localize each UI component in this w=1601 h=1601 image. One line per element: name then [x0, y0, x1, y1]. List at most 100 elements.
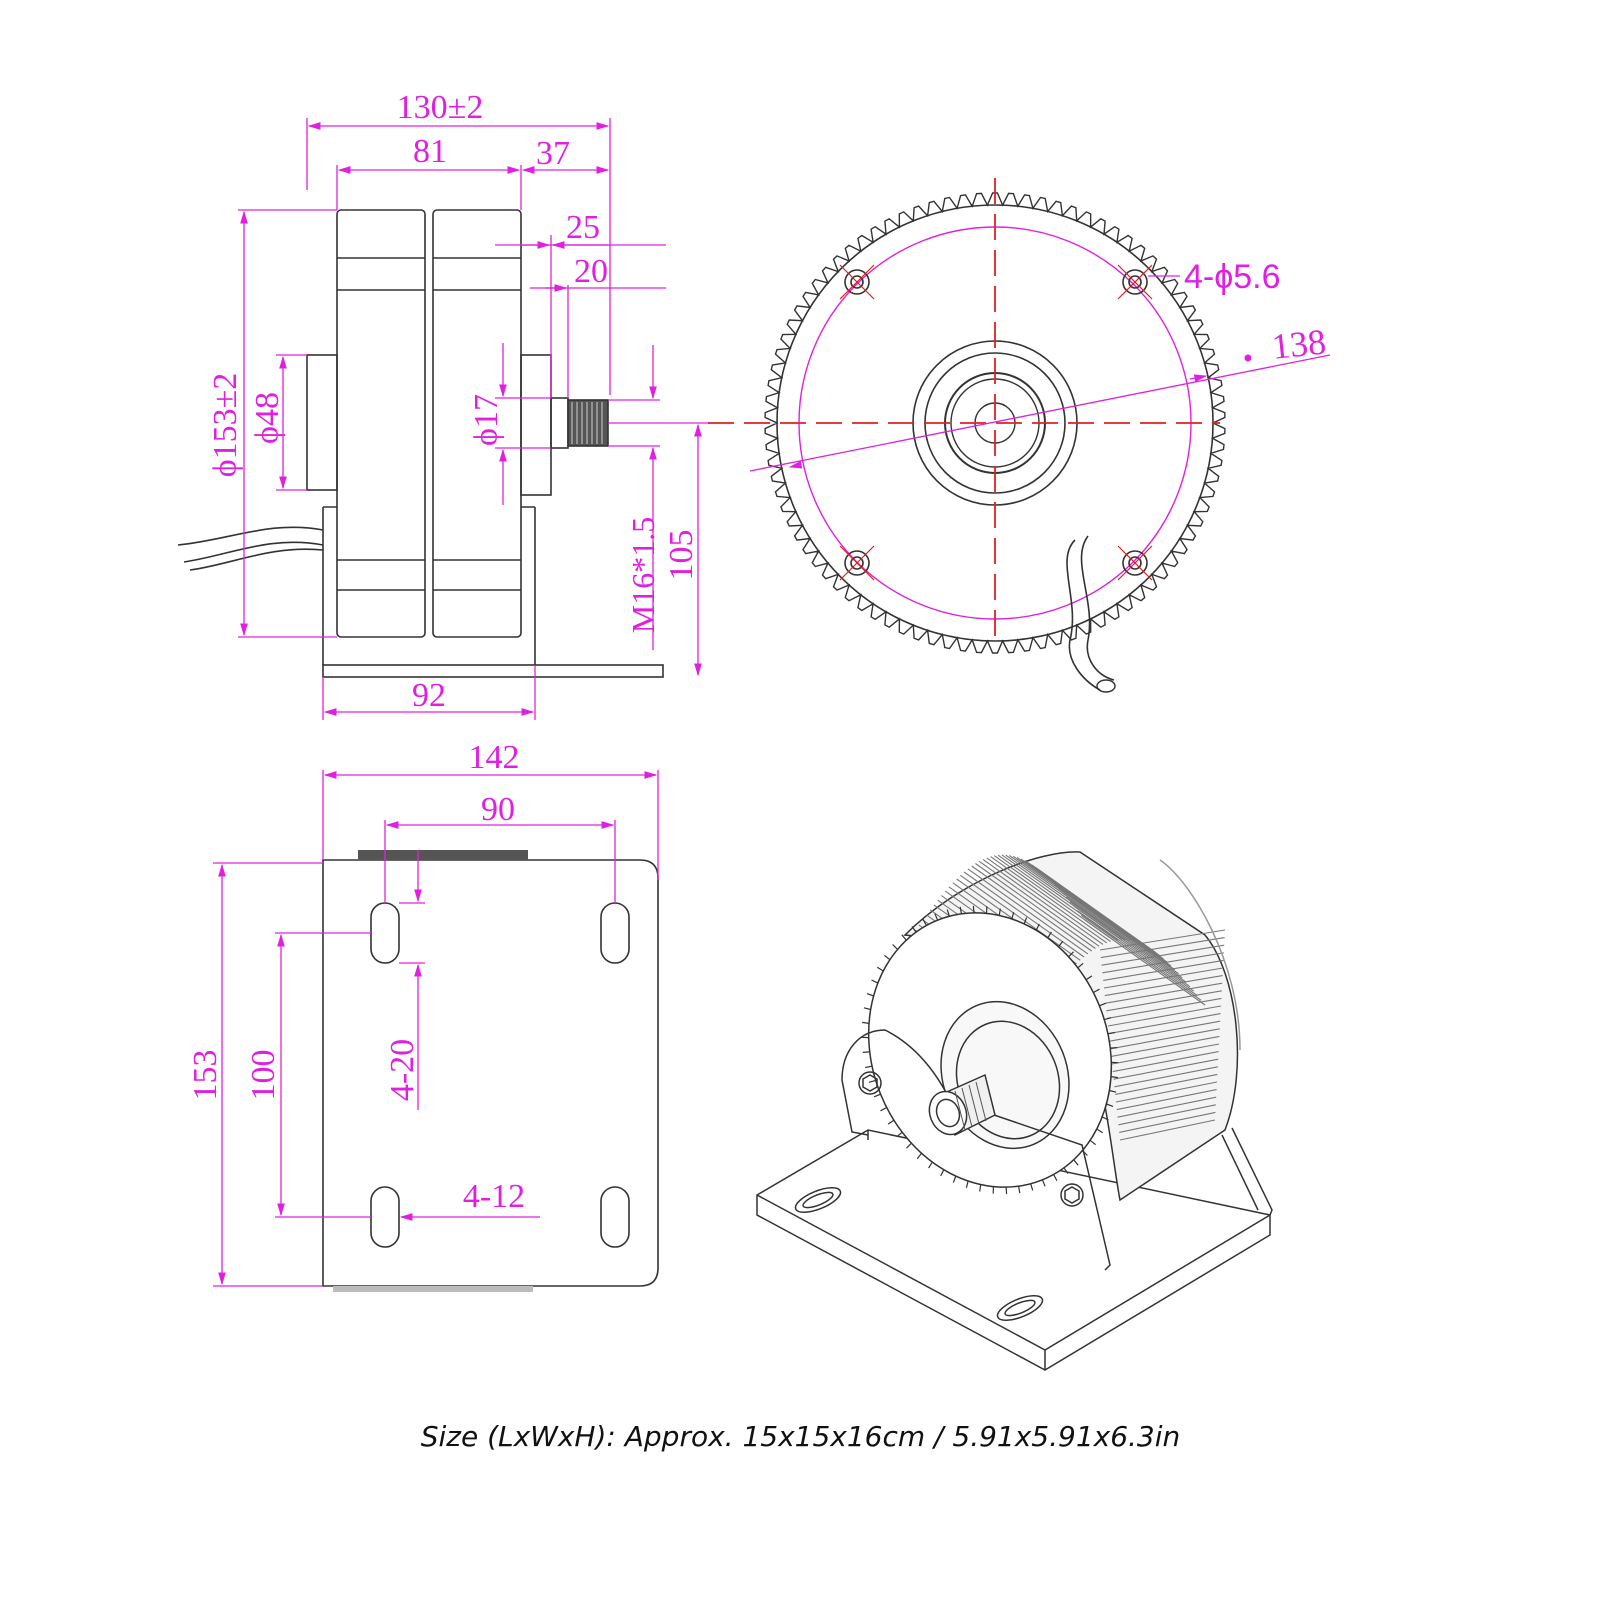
disc-tooth — [1018, 1186, 1021, 1194]
center-height-label: 105 — [663, 530, 700, 581]
front-view — [708, 178, 1226, 693]
drum-fin — [1108, 1013, 1221, 1035]
drum-fin — [1111, 1035, 1220, 1057]
disc-tooth — [873, 1093, 881, 1098]
drum-fin — [959, 874, 1081, 961]
hub-diameter-label: ϕ48 — [249, 392, 286, 444]
drum-fin — [1110, 1028, 1220, 1050]
drum-fin — [1106, 990, 1222, 1012]
drum-fin — [1115, 1073, 1218, 1095]
drum-fin — [1065, 896, 1187, 983]
disc-tooth — [1096, 1128, 1104, 1134]
drum-fin — [1111, 1043, 1220, 1065]
gear-teeth — [764, 192, 1226, 654]
drum-fin — [1073, 905, 1195, 992]
drum-fin — [1054, 884, 1176, 971]
disc-tooth — [1109, 1089, 1117, 1093]
disc-tooth — [1005, 1187, 1008, 1195]
drum-fin — [1115, 1081, 1218, 1103]
disc-tooth — [1047, 931, 1052, 939]
drum-fin — [1100, 937, 1225, 959]
shaft-diameter-label: ϕ17 — [468, 394, 505, 446]
disc-tooth — [868, 1079, 876, 1083]
drum-fin — [1005, 854, 1127, 941]
drum-fin — [1107, 997, 1222, 1019]
disc-tooth — [1058, 940, 1064, 948]
shaft-step-20-label: 20 — [574, 253, 608, 290]
drum-fin — [1099, 929, 1226, 951]
drum-fin — [963, 871, 1085, 958]
disc-tooth — [876, 966, 884, 972]
slot-length-label: 4-20 — [384, 1039, 421, 1101]
disc-tooth — [940, 1169, 945, 1177]
disc-tooth — [880, 1106, 887, 1112]
shaft-length-label: 37 — [536, 135, 570, 172]
drum-fin — [990, 856, 1111, 943]
disc-tooth — [1110, 1047, 1118, 1049]
size-caption: Size (LxWxH): Approx. 15x15x16cm / 5.91x… — [420, 1420, 1181, 1453]
drum-fin — [1058, 888, 1179, 975]
disc-tooth — [1063, 1167, 1069, 1174]
disc-tooth — [1107, 1031, 1115, 1035]
hole-spacing-y-label: 100 — [245, 1050, 282, 1101]
drum-fin — [1080, 914, 1202, 1001]
body-diameter-label: ϕ153±2 — [207, 373, 244, 478]
drum-fin — [1103, 959, 1224, 981]
disc-tooth — [922, 919, 927, 926]
disc-tooth — [1104, 1017, 1112, 1021]
drum-fin — [1109, 1020, 1221, 1042]
drum-fin — [1050, 880, 1172, 967]
disc-tooth — [959, 906, 962, 914]
disc-tooth — [1053, 1174, 1058, 1181]
disc-tooth — [1030, 1183, 1034, 1191]
drum-fin — [1104, 975, 1223, 997]
disc-tooth — [965, 1180, 969, 1188]
disc-tooth — [1110, 1076, 1118, 1079]
disc-tooth — [906, 1142, 912, 1149]
drum-fin — [1117, 1096, 1217, 1118]
disc-tooth — [1073, 1159, 1079, 1166]
disc-tooth — [1068, 951, 1074, 958]
disc-tooth — [1011, 912, 1015, 920]
disc-tooth — [896, 1131, 903, 1138]
drum-fin — [1102, 952, 1224, 974]
base-width-label: 92 — [412, 677, 446, 714]
disc-tooth — [1089, 1139, 1096, 1146]
drum-fin — [1101, 944, 1225, 966]
disc-tooth — [934, 913, 939, 921]
drum-fin — [1061, 892, 1183, 979]
hole-spacing-x-label: 90 — [481, 791, 515, 828]
side-view-labels: 130±2 81 37 25 20 ϕ153±2 ϕ48 ϕ17 M16*1.5… — [207, 89, 700, 714]
base-depth-label: 153 — [187, 1050, 224, 1101]
base-length-label: 142 — [469, 739, 520, 776]
disc-tooth — [871, 979, 879, 984]
disc-tooth — [972, 905, 975, 913]
disc-tooth — [892, 944, 899, 950]
disc-tooth — [1099, 1002, 1107, 1007]
base-view-dimensions — [213, 770, 659, 1287]
disc-tooth — [865, 1065, 873, 1069]
bolt-circle-label: 138 — [1270, 321, 1328, 366]
slot-width-label: 4-12 — [463, 1178, 525, 1215]
disc-tooth — [1023, 917, 1028, 925]
disc-tooth — [946, 909, 950, 917]
drum-fin — [1046, 876, 1168, 963]
drum-fin — [982, 858, 1104, 945]
disc-tooth — [866, 993, 874, 997]
shaft-step-25-label: 25 — [566, 209, 600, 246]
drum-fin — [1105, 982, 1223, 1004]
disc-tooth — [911, 926, 917, 933]
overall-length-label: 130±2 — [397, 89, 484, 126]
disc-tooth — [952, 1175, 957, 1183]
front-view-dimensions — [749, 275, 1331, 472]
drum-fin — [1118, 1104, 1216, 1126]
disc-tooth — [998, 908, 1001, 916]
disc-tooth — [863, 1007, 871, 1011]
disc-tooth — [862, 1051, 870, 1053]
drum-fin — [978, 860, 1100, 947]
drum-fin — [1112, 1051, 1219, 1073]
drum-fin — [1116, 1089, 1217, 1111]
drum-fin — [1119, 1111, 1216, 1133]
disc-tooth — [1101, 1116, 1109, 1121]
